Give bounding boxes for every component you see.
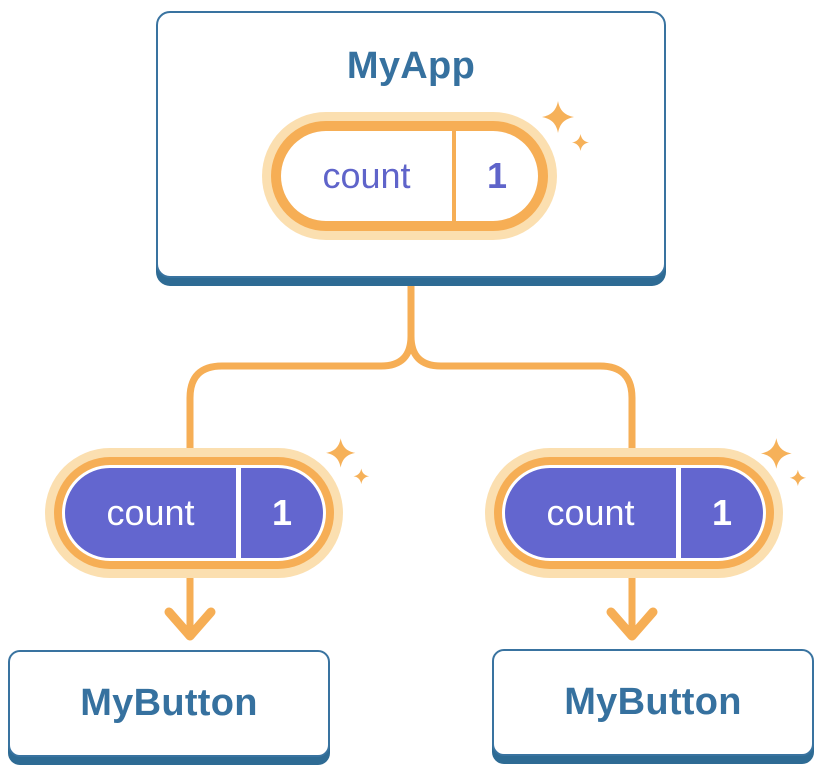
prop-value: 1 [271, 492, 293, 533]
pill-ring: count 1 [271, 121, 548, 231]
pill-divider [236, 468, 241, 558]
arrow-left-head-icon [164, 607, 216, 641]
pill-divider [676, 468, 681, 558]
node-title-mybutton-right: MyButton [564, 681, 742, 723]
props-pill-mybutton-right: count 1 [485, 448, 783, 578]
sparkle-small [353, 468, 370, 485]
sparkle-icon [761, 438, 807, 487]
pill-body: count 1 [62, 465, 326, 561]
node-title-myapp: MyApp [346, 45, 476, 87]
state-pill-myapp: count 1 [262, 112, 557, 240]
arrow-right-head-icon [606, 607, 658, 641]
sparkle-small [572, 134, 589, 151]
state-value: 1 [486, 155, 508, 196]
pill-divider [452, 131, 456, 221]
pill-ring: count 1 [494, 457, 774, 569]
sparkle-large [761, 438, 792, 469]
pill-ring: count 1 [54, 457, 334, 569]
sparkle-icon [326, 438, 370, 485]
pill-body: count 1 [502, 465, 766, 561]
pill-body: count 1 [281, 131, 538, 221]
node-card-mybutton-left: MyButton [8, 650, 330, 757]
node-card-mybutton-right: MyButton [492, 649, 814, 756]
sparkle-large [326, 438, 356, 468]
prop-name-label: count [106, 492, 195, 533]
props-pill-mybutton-left: count 1 [45, 448, 343, 578]
sparkle-icon [542, 101, 589, 151]
state-name-label: count [322, 155, 411, 196]
node-title-mybutton-left: MyButton [80, 682, 258, 724]
fork-right-wire [407, 276, 636, 470]
sparkle-large [542, 101, 574, 133]
prop-value: 1 [711, 492, 733, 533]
fork-left-wire [186, 276, 415, 470]
sparkle-small [789, 469, 807, 487]
prop-name-label: count [546, 492, 635, 533]
